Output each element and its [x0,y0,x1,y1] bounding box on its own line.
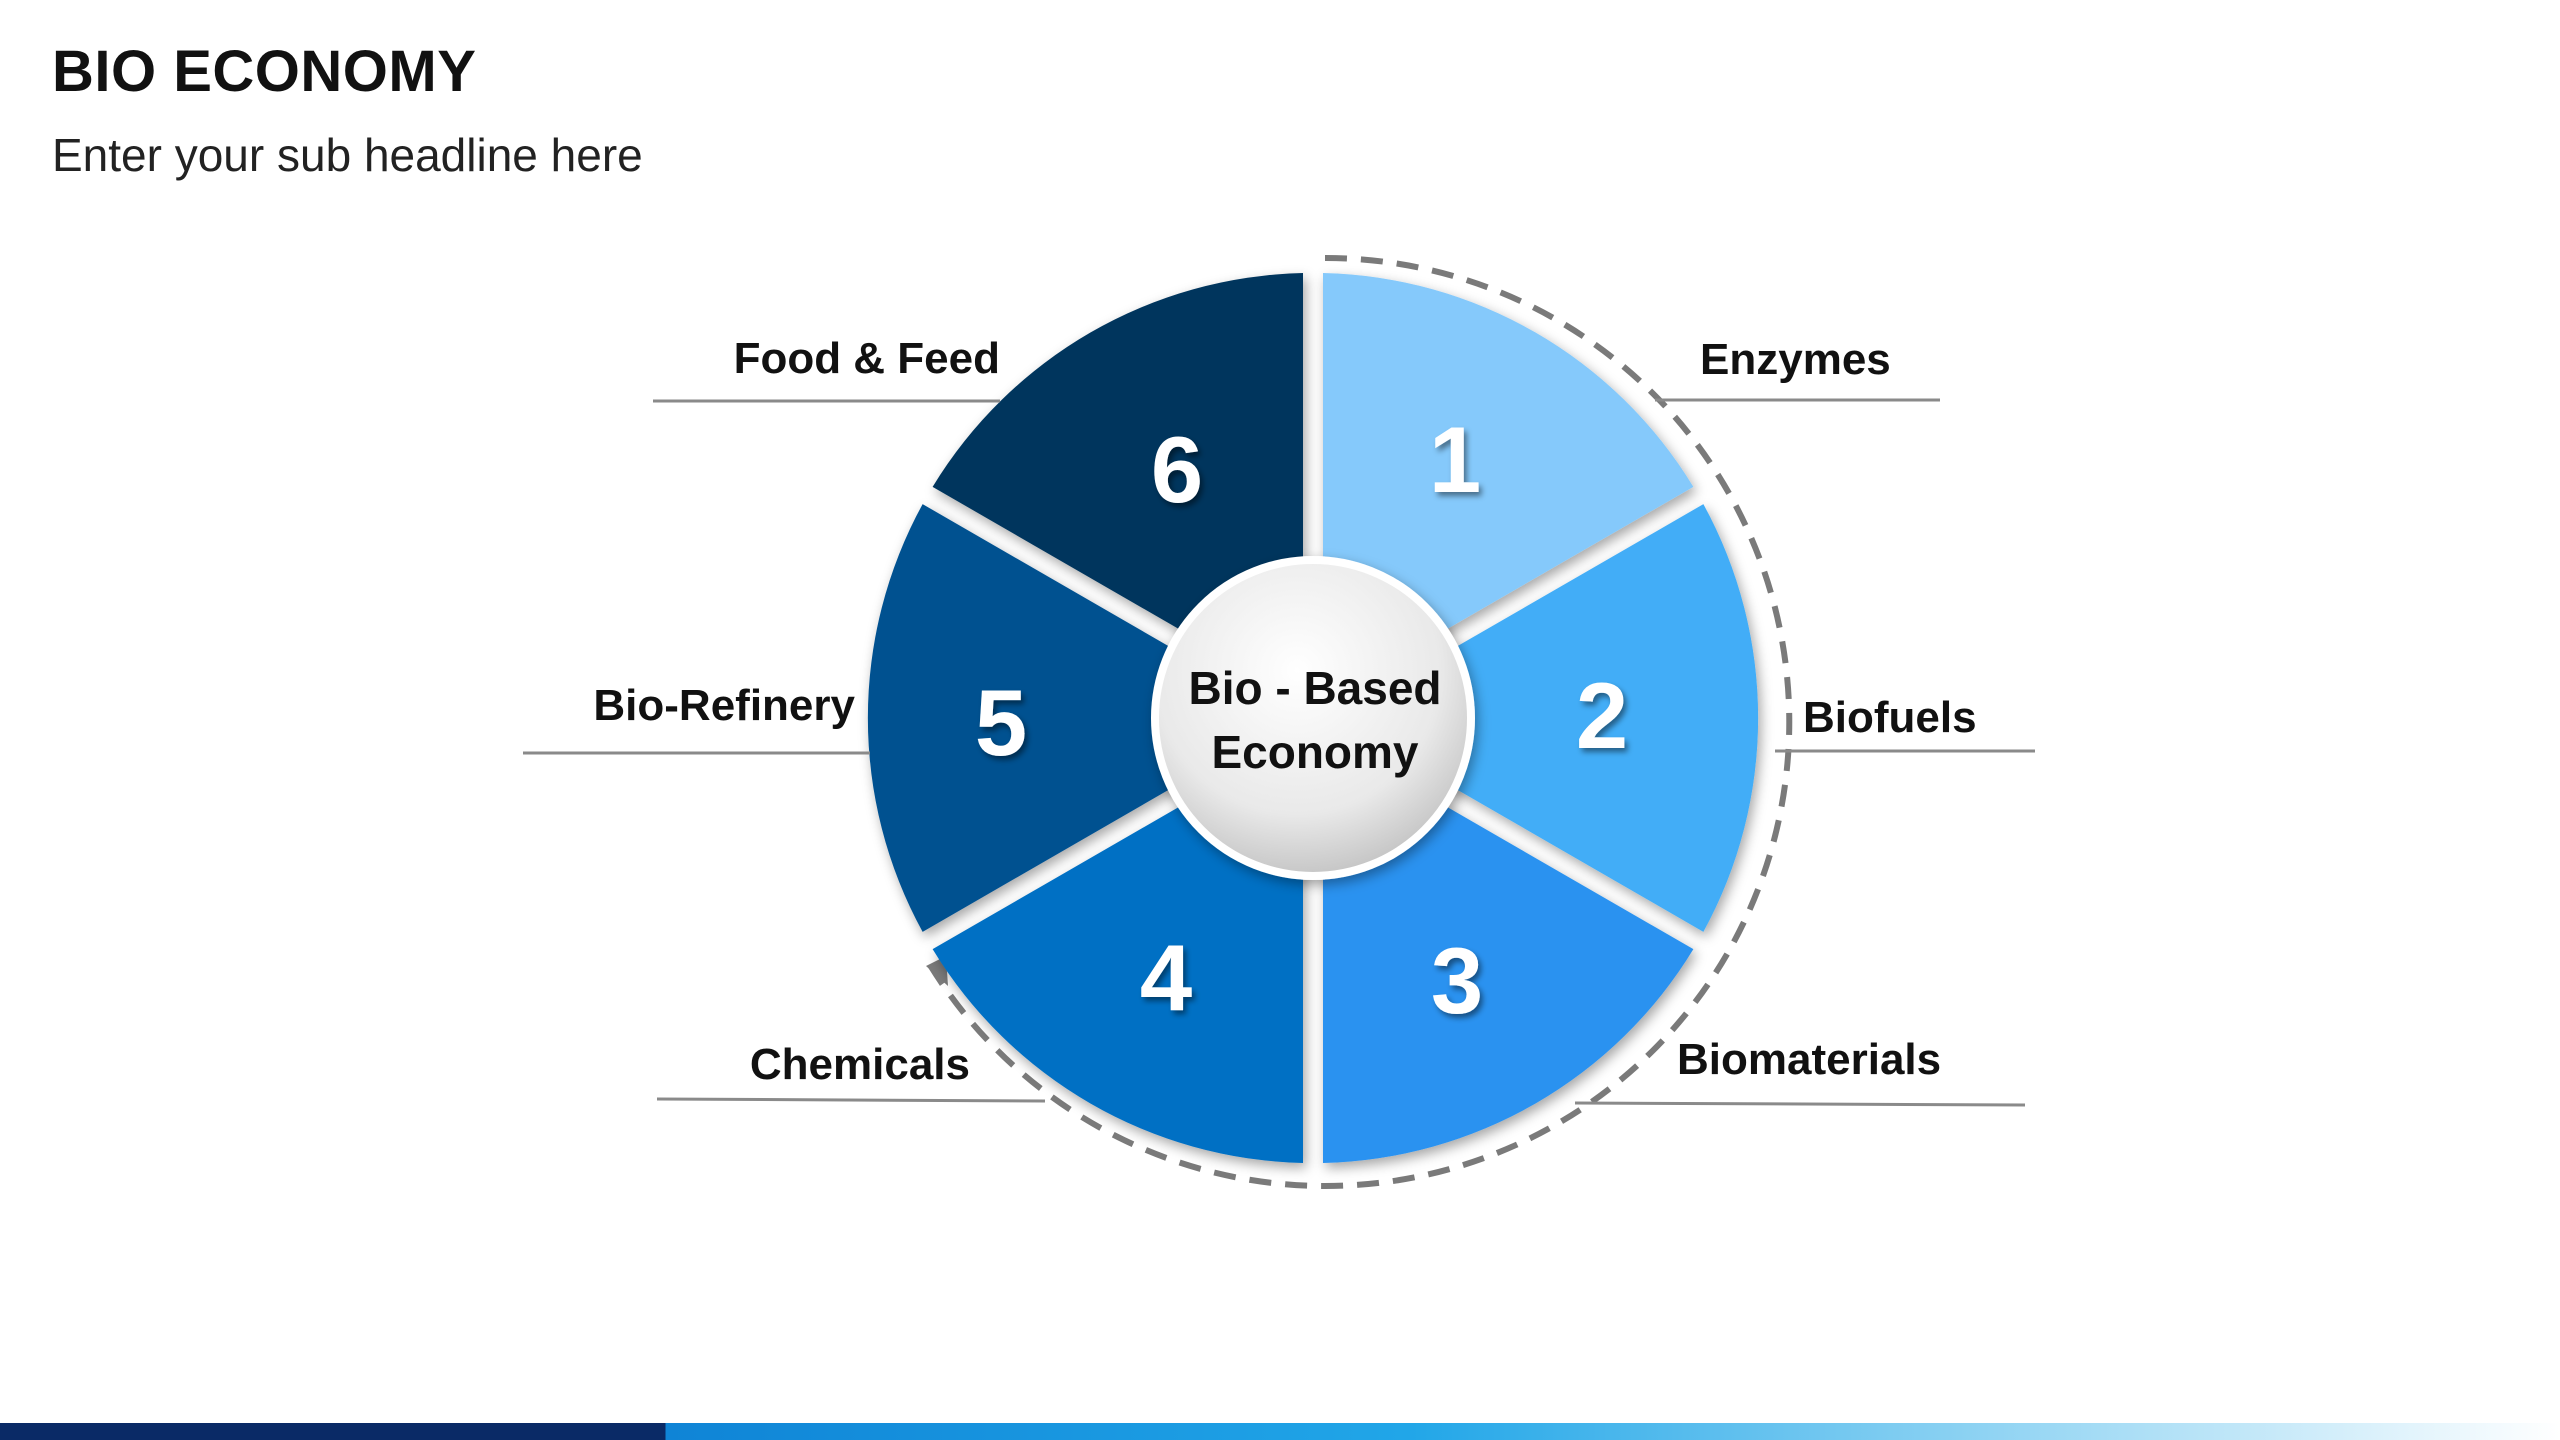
center-label-line2: Economy [1211,726,1418,778]
segment-5-number: 5 [975,670,1027,775]
segment-3-wedge [1323,776,1694,1163]
segment-1-number: 1 [1429,407,1481,512]
segment-6-number: 6 [1151,417,1203,522]
page-title: BIO ECONOMY [52,39,477,104]
segment-3-label: Biomaterials [1677,1035,1941,1084]
center-hub [1151,556,1475,880]
segment-4-leader-line [656,1097,1046,1103]
segment-6-wedge [932,273,1303,660]
segment-wedges [867,273,1759,1163]
segment-4-wedge [932,776,1303,1163]
segment-2-wedge [1404,504,1759,932]
segment-1-label: Enzymes [1700,335,1891,384]
segment-4-number: 4 [1140,925,1192,1030]
segment-4-label: Chemicals [750,1040,970,1089]
segment-5-wedge [867,504,1222,932]
cycle-dashed-arc [927,255,1793,1189]
segment-2-label: Biofuels [1803,693,1977,742]
segment-1-wedge [1323,273,1694,660]
segment-6-label: Food & Feed [734,334,1000,383]
segment-3-leader-line [1574,1101,2026,1107]
segment-2-number: 2 [1576,663,1628,768]
center-label-line1: Bio - Based [1188,662,1441,714]
footer-gradient-bar [0,1423,2560,1440]
segment-3-number: 3 [1431,928,1483,1033]
page-subtitle: Enter your sub headline here [52,129,643,181]
segment-5-label: Bio-Refinery [593,681,855,730]
